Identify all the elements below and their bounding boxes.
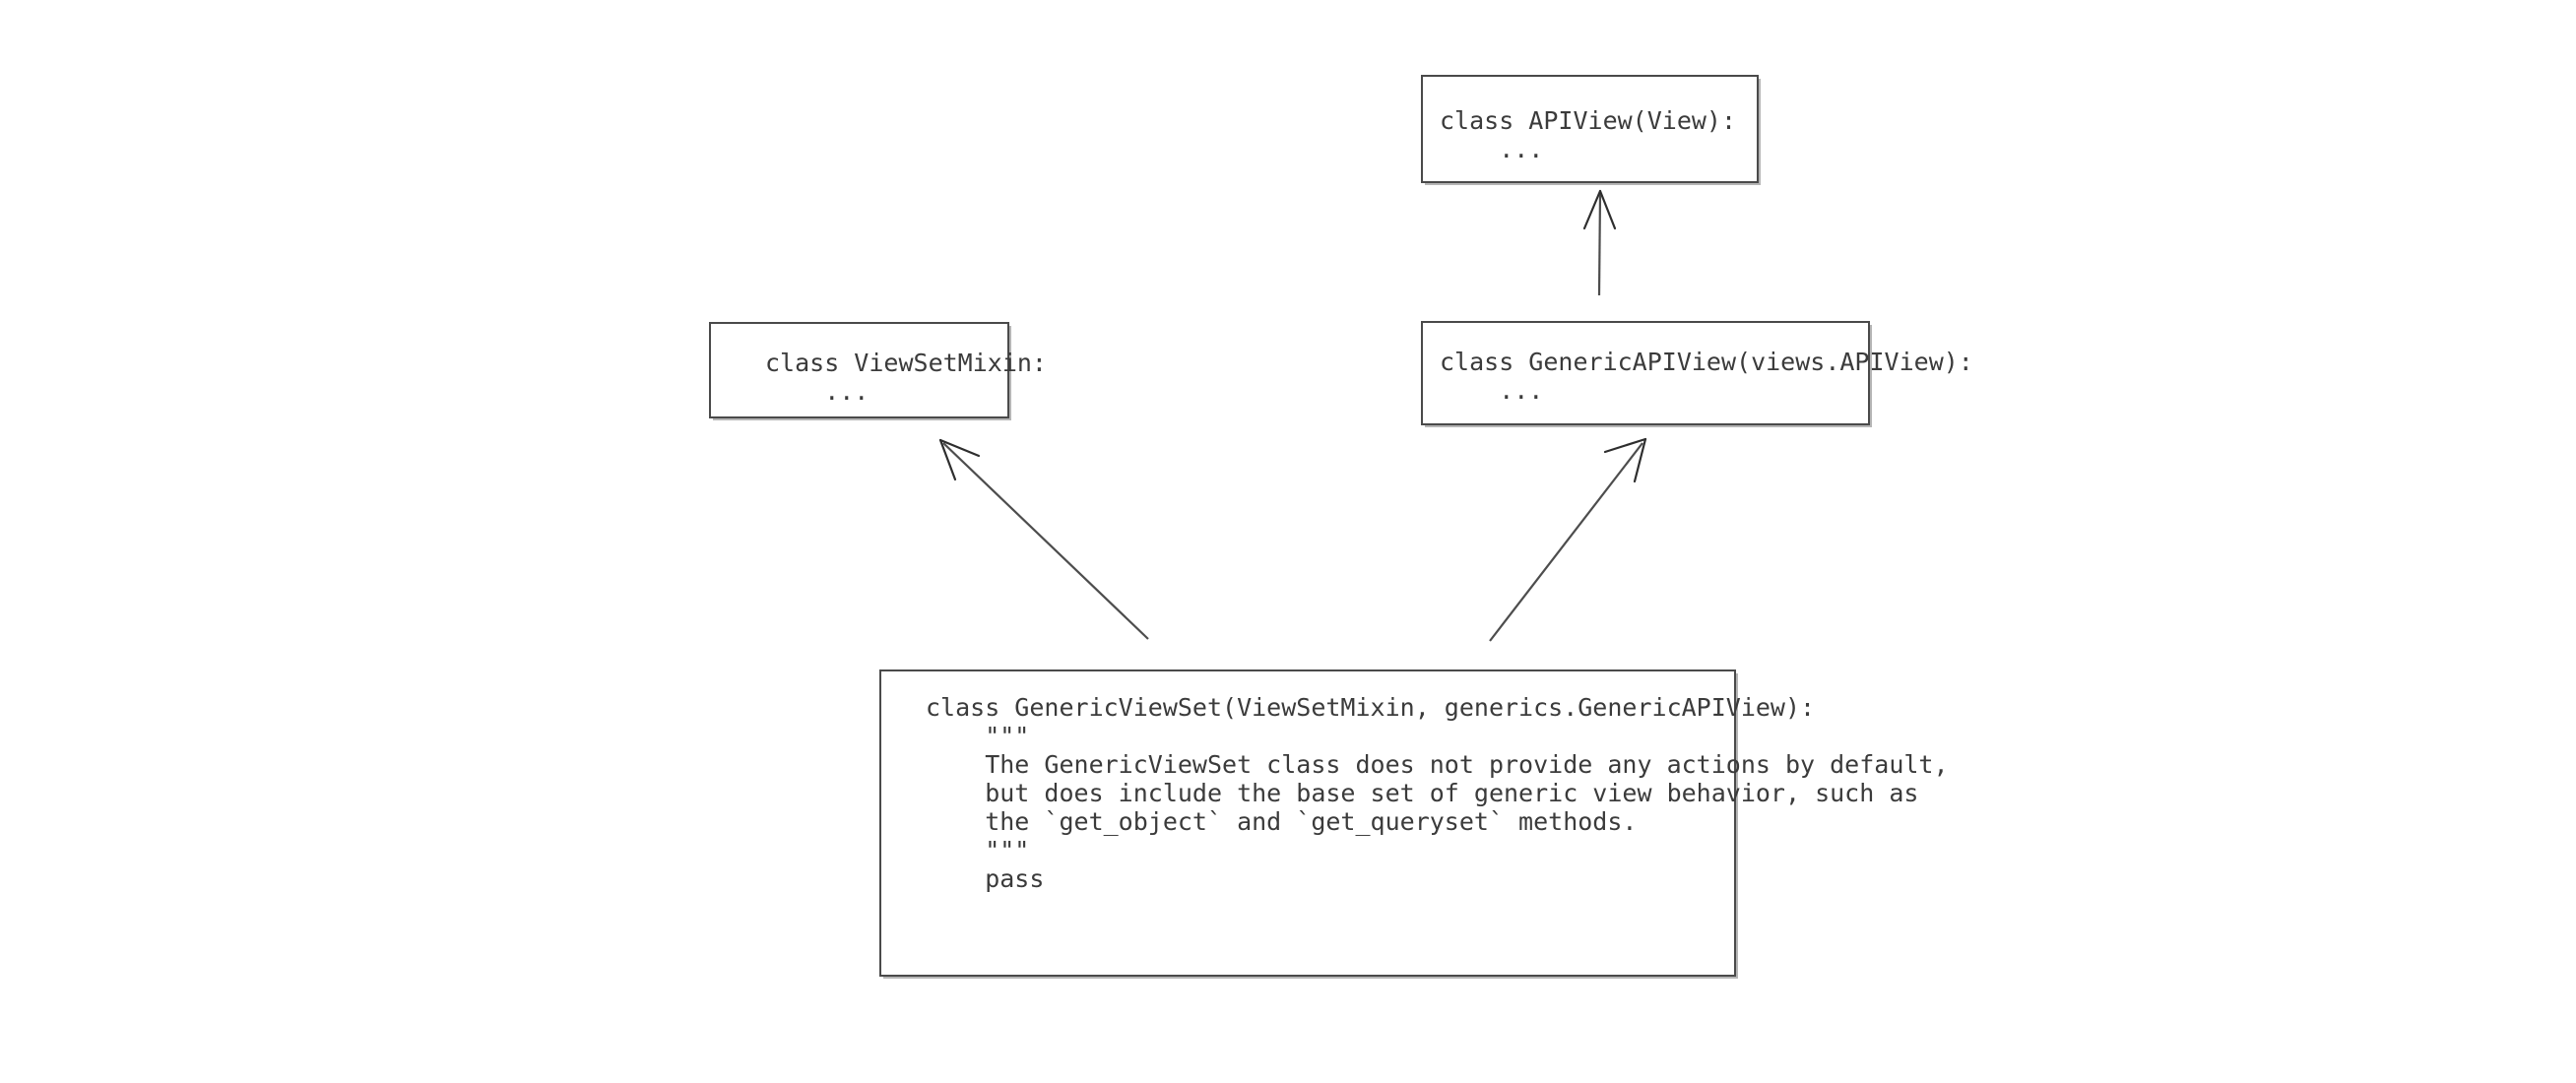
node-genericviewset-code: class GenericViewSet(ViewSetMixin, gener… bbox=[926, 693, 1949, 893]
node-apiview[interactable]: class APIView(View): ... bbox=[1421, 75, 1759, 183]
node-genericviewset[interactable]: class GenericViewSet(ViewSetMixin, gener… bbox=[879, 669, 1949, 977]
node-genericapiview-code: class GenericAPIView(views.APIView): ... bbox=[1440, 348, 1973, 405]
edge-genericapiview-to-apiview bbox=[1582, 189, 1617, 296]
node-genericapiview[interactable]: class GenericAPIView(views.APIView): ... bbox=[1421, 321, 1973, 425]
edge-genericviewset-to-genericapiview bbox=[1489, 437, 1647, 642]
node-viewsetmixin-code: class ViewSetMixin: ... bbox=[765, 349, 1047, 406]
node-apiview-code: class APIView(View): ... bbox=[1440, 106, 1737, 163]
node-viewsetmixin[interactable]: class ViewSetMixin: ... bbox=[709, 322, 1047, 418]
edge-genericviewset-to-viewsetmixin bbox=[938, 438, 1149, 640]
